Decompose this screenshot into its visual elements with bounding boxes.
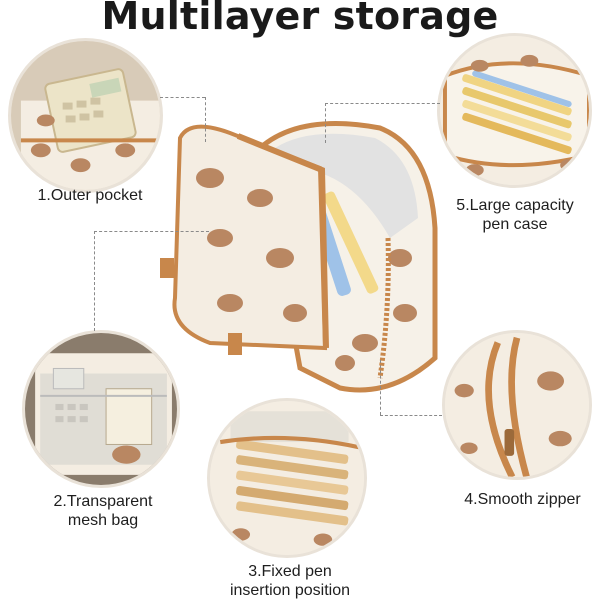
feature-label-outer-pocket: 1.Outer pocket (37, 187, 143, 204)
mesh-bag-photo (22, 330, 180, 488)
large-capacity-photo (437, 33, 592, 188)
outer-pocket-photo (8, 38, 163, 193)
leader-line-mesh-bag-h (94, 231, 209, 232)
main-pouch-image (150, 108, 450, 408)
leader-line-mesh-bag-v (94, 231, 95, 331)
smooth-zipper-photo (442, 330, 592, 480)
leader-line-smooth-zipper-h (380, 415, 442, 416)
leader-line-large-capacity-h (325, 103, 440, 104)
feature-label-smooth-zipper: 4.Smooth zipper (464, 491, 581, 508)
leader-line-smooth-zipper-v (380, 360, 381, 415)
page-title: Multilayer storage (101, 0, 499, 38)
leader-line-large-capacity-v (325, 103, 326, 143)
pen-insertion-photo (207, 398, 367, 558)
leader-line-outer-pocket-h (160, 97, 205, 98)
leader-line-outer-pocket-v (205, 97, 206, 142)
